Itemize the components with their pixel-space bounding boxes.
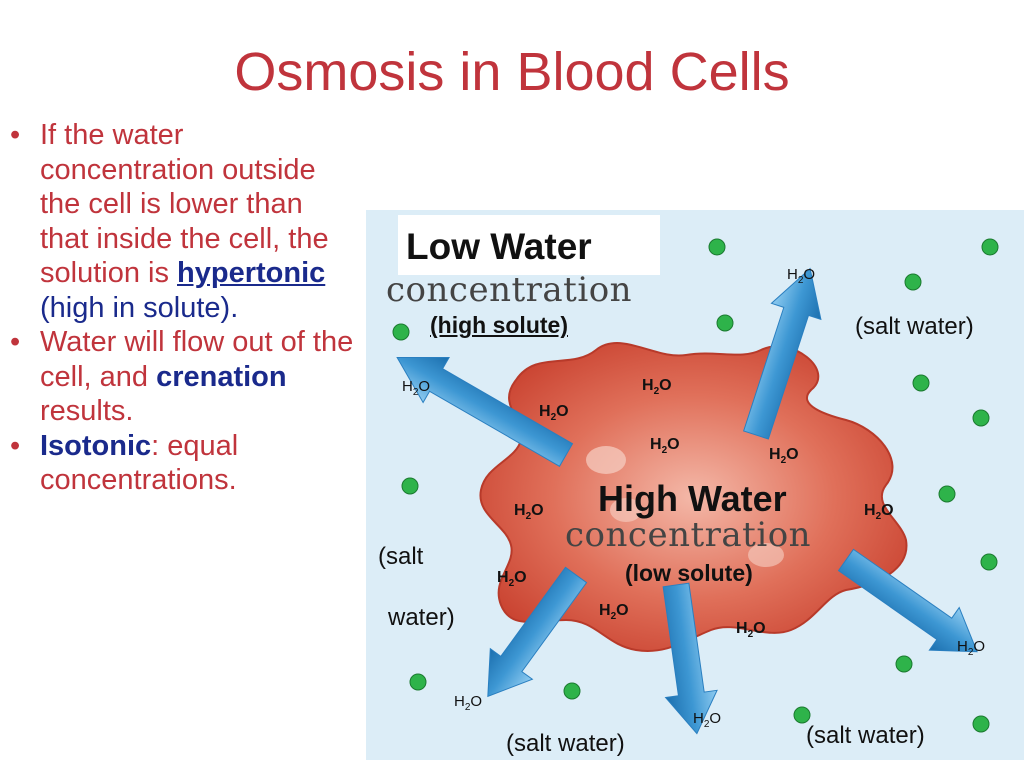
low-water-label: Low Water [406,226,592,267]
h2o-label: H2O [539,403,569,424]
arrow-down-right [837,548,978,653]
low-concentration-label: concentration [386,270,633,310]
bullet-list: • If the water concentration outside the… [10,118,355,498]
keyword-hypertonic: hypertonic [177,257,326,289]
salt-water-label: (salt water) [506,730,625,757]
arrow-down [662,582,718,735]
salt-water-label: (salt water) [806,722,925,749]
bullet-hypertonic: • If the water concentration outside the… [10,118,355,325]
salt-water-label-left-1: (salt [378,543,424,570]
h2o-label: H2O [957,638,986,658]
salt-water-label: (salt water) [855,313,974,340]
h2o-label: H2O [769,446,799,467]
h2o-label: H2O [787,266,816,286]
high-solute-label: (high solute) [430,312,568,338]
high-water-label: High Water [598,478,787,519]
keyword-crenation: crenation [156,360,287,393]
h2o-label: H2O [864,502,894,523]
diagram-graphics [392,238,999,735]
osmosis-diagram: Low Water concentration (high solute) Hi… [366,210,1024,760]
h2o-label: H2O [599,602,629,623]
bullet-text: : equal concentrations. [40,429,239,497]
salt-water-label-left-2: water) [388,604,455,631]
crenated-cell [479,342,908,652]
h2o-label: H2O [642,377,672,398]
arrow-up-right [743,267,822,440]
bullet-text: Water will flow out of the cell, and [40,326,354,393]
h2o-label: H2O [402,378,431,398]
h2o-label: H2O [736,620,766,641]
h2o-label: H2O [514,502,544,523]
keyword-isotonic: Isotonic [40,429,152,462]
solute-dots [392,238,999,733]
h2o-label: H2O [693,710,722,730]
bullet-isotonic: • Isotonic: equal concentrations. [10,429,355,498]
bullet-text: (high in solute). [40,291,239,324]
low-solute-label: (low solute) [625,560,753,586]
bullet-marker: • [10,326,21,358]
bullet-text: results. [40,395,134,427]
bullet-marker: • [10,119,21,151]
bullet-crenation: • Water will flow out of the cell, and c… [10,325,355,429]
h2o-label: H2O [650,436,680,457]
high-concentration-label: concentration [565,515,812,555]
h2o-label: H2O [454,693,483,713]
slide-title: Osmosis in Blood Cells [234,42,790,102]
arrow-down-left [487,566,588,698]
bullet-marker: • [10,429,21,462]
arrow-up-left [396,356,574,467]
h2o-label: H2O [497,569,527,590]
low-water-box [398,215,660,275]
bullet-text: If the water concentration outside the c… [40,119,329,289]
